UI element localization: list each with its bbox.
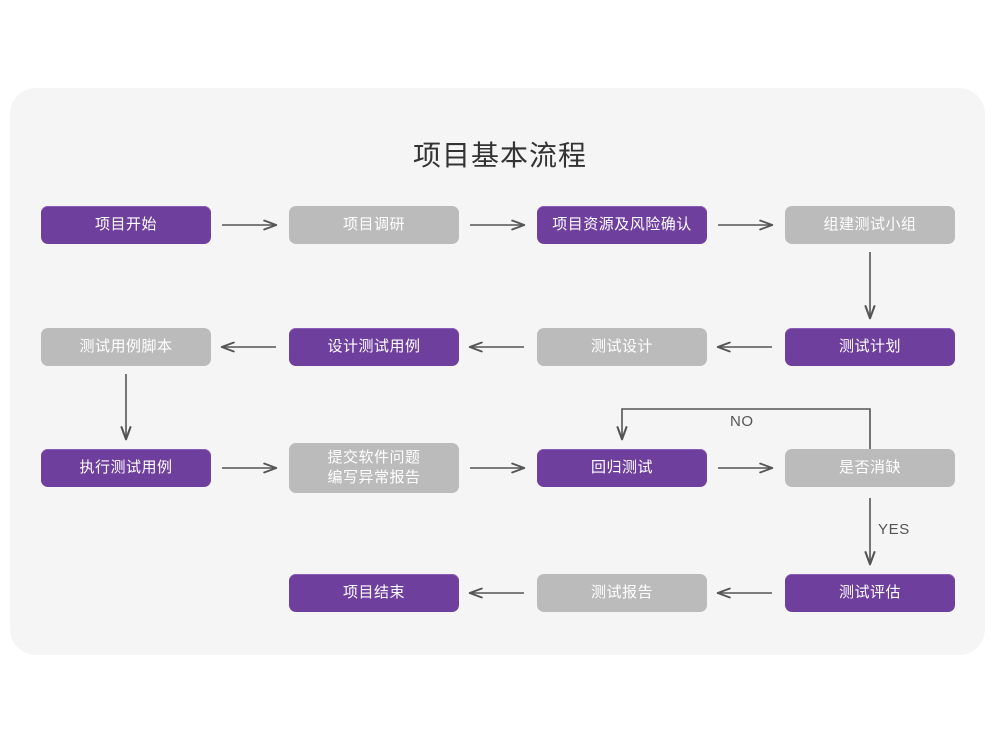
node-project-research[interactable]: 项目调研 xyxy=(289,206,459,244)
node-regression-test[interactable]: 回归测试 xyxy=(537,449,707,487)
node-label: 测试计划 xyxy=(838,338,901,355)
node-test-case-script[interactable]: 测试用例脚本 xyxy=(41,328,211,366)
node-execute-test-case[interactable]: 执行测试用例 xyxy=(41,449,211,487)
edge-label-no: NO xyxy=(730,413,754,430)
node-test-design[interactable]: 测试设计 xyxy=(537,328,707,366)
node-label: 提交软件问题 编写异常报告 xyxy=(327,449,421,486)
node-project-end[interactable]: 项目结束 xyxy=(289,574,459,612)
node-label: 是否消缺 xyxy=(838,459,901,476)
node-test-evaluation[interactable]: 测试评估 xyxy=(785,574,955,612)
flowchart-card xyxy=(10,88,985,655)
node-test-plan[interactable]: 测试计划 xyxy=(785,328,955,366)
node-label: 项目开始 xyxy=(94,216,157,233)
node-submit-issue-report[interactable]: 提交软件问题 编写异常报告 xyxy=(289,443,459,493)
node-label: 项目调研 xyxy=(342,216,405,233)
node-project-start[interactable]: 项目开始 xyxy=(41,206,211,244)
node-label: 设计测试用例 xyxy=(327,338,421,355)
node-label: 测试用例脚本 xyxy=(79,338,173,355)
node-defect-resolved[interactable]: 是否消缺 xyxy=(785,449,955,487)
edge-label-yes: YES xyxy=(878,521,910,538)
node-resource-risk-confirm[interactable]: 项目资源及风险确认 xyxy=(537,206,707,244)
node-label: 执行测试用例 xyxy=(79,459,173,476)
node-label: 项目结束 xyxy=(342,584,405,601)
node-test-report[interactable]: 测试报告 xyxy=(537,574,707,612)
node-label: 测试设计 xyxy=(590,338,653,355)
node-label: 测试报告 xyxy=(590,584,653,601)
node-label: 回归测试 xyxy=(590,459,653,476)
node-label: 组建测试小组 xyxy=(823,216,917,233)
page-title: 项目基本流程 xyxy=(412,140,587,171)
node-label: 项目资源及风险确认 xyxy=(552,216,692,233)
node-label: 测试评估 xyxy=(838,584,901,601)
node-design-test-case[interactable]: 设计测试用例 xyxy=(289,328,459,366)
node-build-test-team[interactable]: 组建测试小组 xyxy=(785,206,955,244)
